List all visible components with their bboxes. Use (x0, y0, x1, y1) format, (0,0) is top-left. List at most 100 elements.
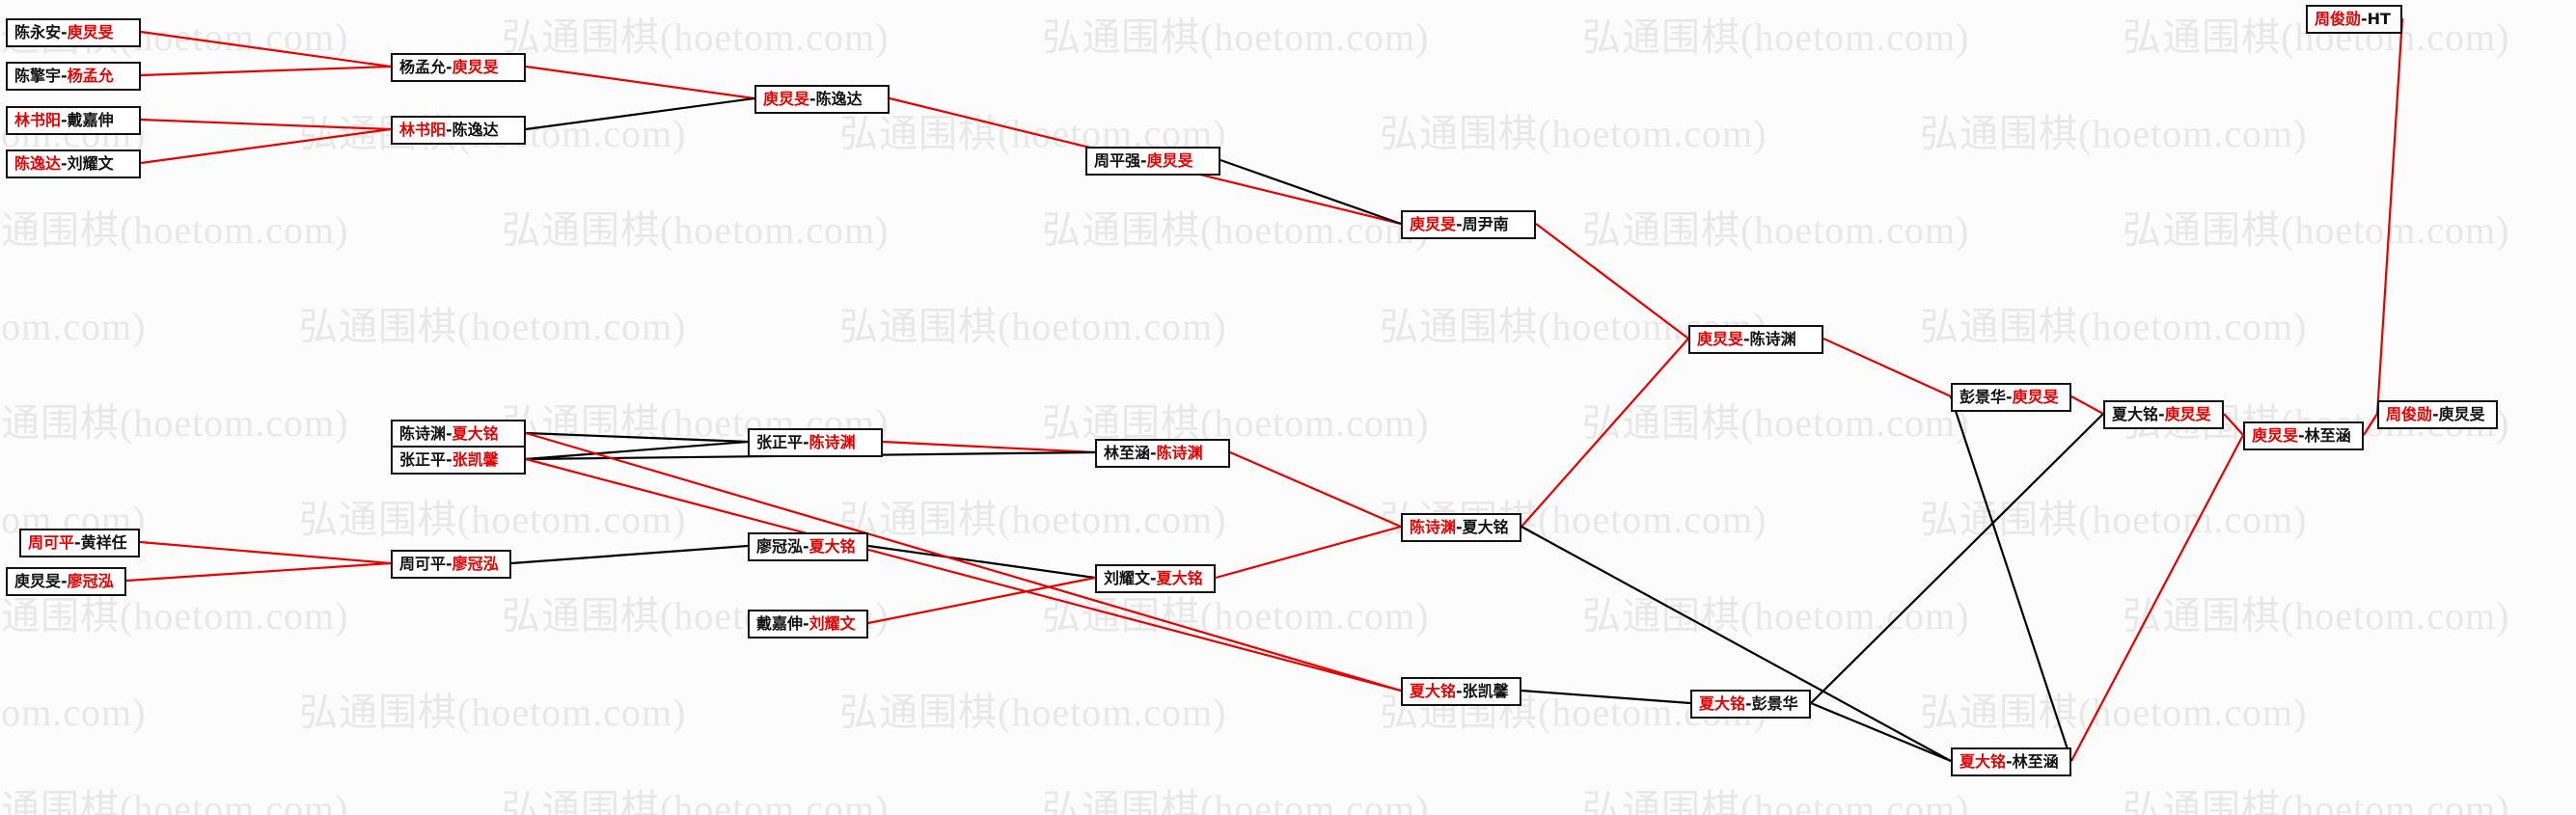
player-left: 张正平 (399, 450, 447, 469)
name-separator: - (446, 121, 452, 139)
match-node[interactable]: 陈诗渊-夏大铭 (391, 420, 526, 448)
player-right: 庾炅旻 (1146, 151, 1193, 170)
name-separator: - (2361, 10, 2368, 28)
name-separator: - (61, 154, 68, 173)
name-separator: - (2158, 405, 2165, 423)
match-node[interactable]: 夏大铭-林至涵 (1951, 747, 2071, 776)
match-node[interactable]: 陈擎宇-杨孟允 (6, 62, 141, 91)
player-right: 戴嘉伸 (67, 111, 114, 129)
player-left: 陈诗渊 (399, 424, 447, 443)
player-left: 林书阳 (14, 111, 62, 129)
name-separator: - (61, 67, 68, 85)
name-separator: - (2298, 426, 2305, 445)
match-node[interactable]: 陈永安-庾炅旻 (6, 18, 141, 47)
bracket-edge (1810, 701, 1952, 763)
player-left: 庾炅旻 (2252, 426, 2299, 445)
match-node[interactable]: 彭景华-庾炅旻 (1951, 383, 2071, 412)
player-right: 杨孟允 (67, 67, 114, 85)
player-left: 林至涵 (1104, 444, 1151, 462)
bracket-edge (1949, 395, 2073, 762)
player-right: 黄祥任 (80, 533, 127, 552)
bracket-edge (2070, 434, 2244, 762)
player-right: 夏大铭 (808, 537, 856, 556)
name-separator: - (803, 537, 809, 556)
match-node[interactable]: 廖冠泓-夏大铭 (748, 532, 868, 561)
bracket-edge (2375, 17, 2404, 415)
name-separator: - (803, 433, 809, 451)
player-left: 夏大铭 (1410, 682, 1457, 700)
name-separator: - (61, 111, 68, 129)
match-node[interactable]: 林书阳-戴嘉伸 (6, 106, 141, 135)
match-node[interactable]: 周可平-黄祥任 (19, 529, 140, 557)
bracket-edge (525, 431, 749, 444)
player-right: 廖冠泓 (67, 572, 114, 590)
bracket-edge (1521, 526, 1952, 762)
bracket-edge (2363, 413, 2378, 436)
bracket-edge (1521, 689, 1691, 705)
name-separator: - (446, 58, 452, 76)
match-node[interactable]: 周俊勋-HT (2306, 5, 2402, 34)
player-left: 林书阳 (399, 121, 447, 139)
player-right: 庾炅旻 (2438, 405, 2485, 423)
match-node[interactable]: 庾炅旻-林至涵 (2243, 421, 2364, 450)
match-node[interactable]: 庾炅旻-陈逸达 (754, 85, 890, 114)
player-right: 林至涵 (2304, 426, 2351, 445)
match-node[interactable]: 周俊勋-庾炅旻 (2377, 400, 2498, 429)
player-left: 周可平 (28, 533, 75, 552)
name-separator: - (1140, 151, 1147, 170)
player-left: 夏大铭 (1699, 694, 1746, 713)
match-node[interactable]: 陈诗渊-夏大铭 (1401, 513, 1521, 542)
match-node[interactable]: 周平强-庾炅旻 (1085, 147, 1220, 176)
match-node[interactable]: 刘耀文-夏大铭 (1095, 564, 1216, 593)
match-node[interactable]: 庾炅旻-廖冠泓 (6, 567, 126, 596)
name-separator: - (1745, 694, 1752, 713)
bracket-edge (139, 540, 392, 565)
match-node[interactable]: 林书阳-陈逸达 (391, 116, 526, 145)
player-right: 庾炅旻 (2012, 388, 2059, 406)
player-left: 周俊勋 (2386, 405, 2433, 423)
player-right: 廖冠泓 (452, 555, 499, 573)
player-right: 夏大铭 (452, 424, 499, 443)
match-node[interactable]: 庾炅旻-陈诗渊 (1688, 325, 1823, 354)
player-left: 夏大铭 (1959, 752, 2007, 771)
player-left: 陈永安 (14, 23, 62, 41)
bracket-edge (510, 544, 749, 565)
match-node[interactable]: 庾炅旻-周尹南 (1401, 210, 1536, 239)
bracket-edge (525, 457, 1402, 693)
match-node[interactable]: 张正平-陈诗渊 (748, 428, 883, 457)
name-separator: - (2006, 388, 2013, 406)
player-left: 周可平 (399, 555, 447, 573)
match-node[interactable]: 夏大铭-张凯馨 (1401, 677, 1521, 706)
bracket-edge (140, 30, 392, 68)
bracket-edge (1535, 223, 1689, 340)
match-node[interactable]: 周可平-廖冠泓 (391, 550, 511, 579)
player-left: 彭景华 (1959, 388, 2007, 406)
player-right: HT (2367, 10, 2391, 28)
bracket-edge (525, 440, 749, 461)
player-left: 庾炅旻 (14, 572, 62, 590)
match-node[interactable]: 张正平-张凯馨 (391, 446, 526, 475)
match-node[interactable]: 戴嘉伸-刘耀文 (748, 610, 868, 638)
bracket-edge (140, 65, 392, 77)
match-node[interactable]: 陈逸达-刘耀文 (6, 149, 141, 178)
bracket-edge (882, 440, 1096, 454)
player-left: 戴嘉伸 (756, 614, 804, 633)
name-separator: - (1743, 330, 1750, 348)
match-node[interactable]: 林至涵-陈诗渊 (1095, 439, 1230, 468)
player-left: 夏大铭 (2112, 405, 2159, 423)
bracket-edge (1810, 413, 2104, 704)
player-left: 陈擎宇 (14, 67, 62, 85)
bracket-edge (525, 96, 755, 131)
player-right: 刘耀文 (67, 154, 114, 173)
match-node[interactable]: 夏大铭-彭景华 (1690, 690, 1811, 719)
player-right: 张凯馨 (1462, 682, 1509, 700)
player-left: 周俊勋 (2315, 10, 2362, 28)
player-left: 廖冠泓 (756, 537, 804, 556)
player-right: 陈逸达 (452, 121, 499, 139)
match-node[interactable]: 夏大铭-庾炅旻 (2103, 400, 2224, 429)
name-separator: - (1150, 569, 1157, 587)
match-node[interactable]: 杨孟允-庾炅旻 (391, 53, 526, 82)
name-separator: - (1456, 518, 1463, 536)
name-separator: - (2432, 405, 2439, 423)
